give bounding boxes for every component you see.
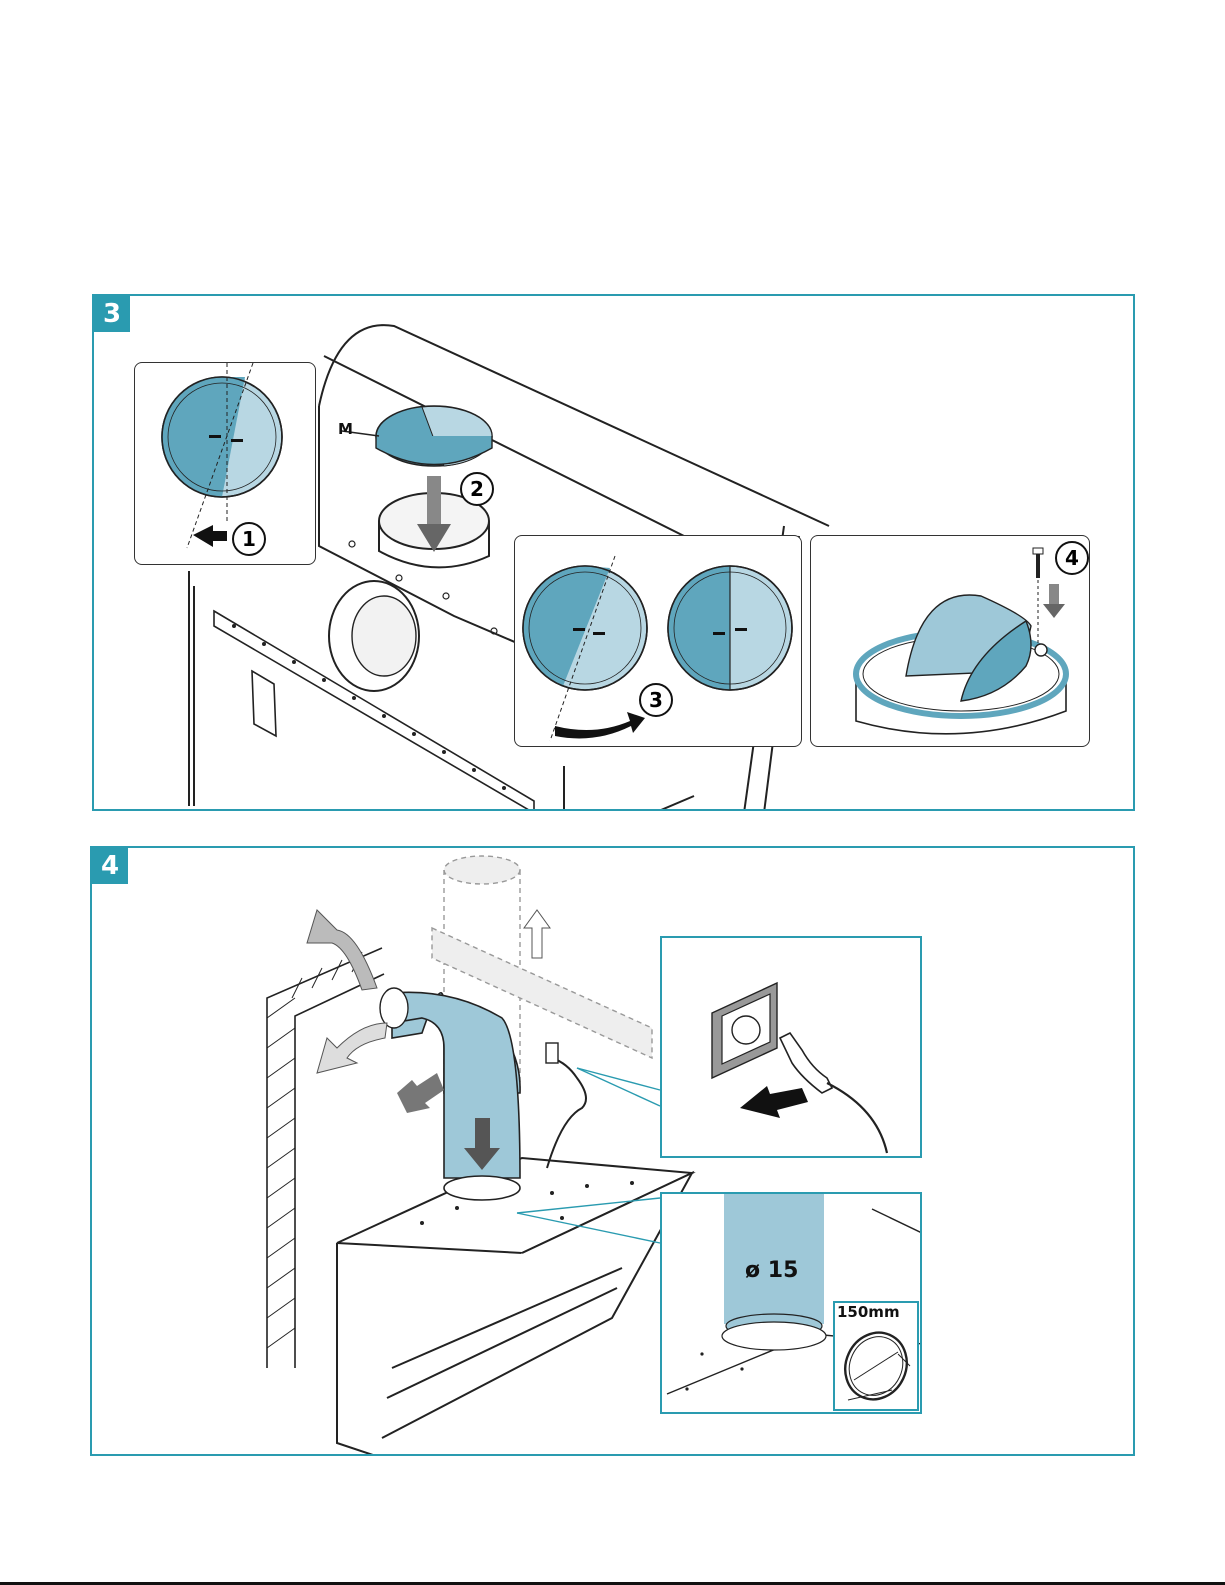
step-4-badge: 4 xyxy=(92,848,128,884)
inset-valve-fixing xyxy=(810,535,1090,747)
step-4-panel: 4 xyxy=(90,846,1135,1456)
plug-socket-drawing xyxy=(662,938,922,1158)
duct-connection-drawing xyxy=(92,848,1135,1456)
callout-4: 4 xyxy=(1055,541,1089,575)
callout-3: 3 xyxy=(639,683,673,717)
callout-2: 2 xyxy=(460,472,494,506)
disc-alignment-drawing xyxy=(135,363,316,565)
step-3-panel: 3 xyxy=(92,294,1135,811)
duct-diameter-label: ø 15 xyxy=(745,1258,798,1283)
callout-1: 1 xyxy=(232,522,266,556)
inset-disc-alignment xyxy=(134,362,316,565)
part-m-label: M xyxy=(338,420,353,438)
duct-size-label: 150mm xyxy=(837,1303,900,1321)
step-3-badge: 3 xyxy=(94,296,130,332)
valve-fixing-drawing xyxy=(811,536,1090,747)
inset-plug-socket xyxy=(660,936,922,1158)
